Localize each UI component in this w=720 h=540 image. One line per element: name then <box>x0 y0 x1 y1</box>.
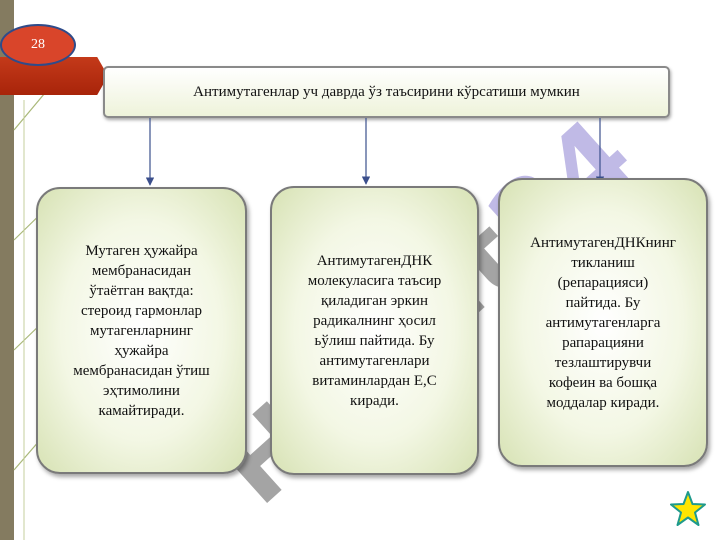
card-radical-stage: АнтимутагенДНК молекуласига таъсир қилад… <box>270 186 479 475</box>
star-icon[interactable] <box>670 490 706 528</box>
page-number-badge: 28 <box>0 24 76 66</box>
diagram-title-box: Антимутагенлар уч даврда ўз таъсирини кў… <box>103 66 670 118</box>
card-repair-stage: АнтимутагенДНКнинг тикланиш (репарацияси… <box>498 178 708 467</box>
left-side-bar <box>0 0 14 540</box>
card-text: АнтимутагенДНК молекуласига таъсир қилад… <box>307 252 442 409</box>
page-number: 28 <box>31 37 45 52</box>
card-text: Мутаген ҳужайра мембранасидан ўтаётган в… <box>73 242 210 419</box>
diagram-title: Антимутагенлар уч даврда ўз таъсирини кў… <box>193 83 580 100</box>
card-membrane-stage: Мутаген ҳужайра мембранасидан ўтаётган в… <box>36 187 247 474</box>
card-text: АнтимутагенДНКнинг тикланиш (репарацияси… <box>530 234 676 411</box>
